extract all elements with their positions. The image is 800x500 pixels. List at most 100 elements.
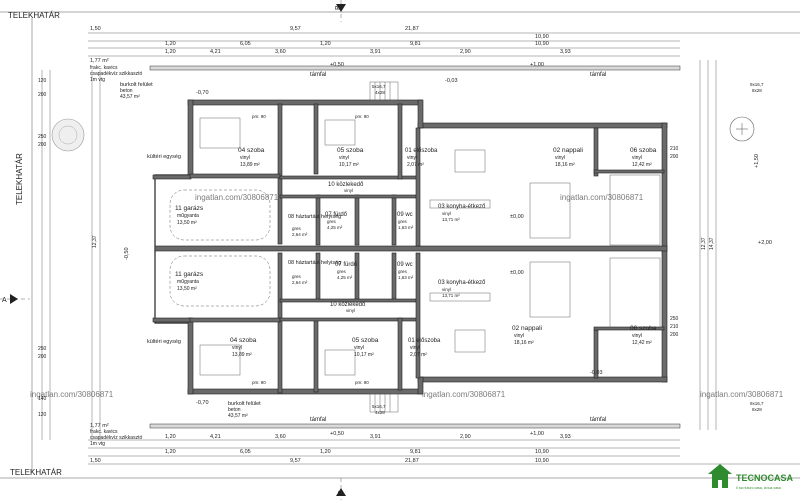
dim-bot-3c: 21,87 xyxy=(405,458,419,464)
room-area: 12,42 m² xyxy=(632,162,652,168)
watermark-3: ingatlan.com/30806871 xyxy=(30,390,114,399)
logo-text: TECNOCASA xyxy=(736,473,794,483)
lot-label-left: TELEKHATÁR xyxy=(15,153,24,205)
level-right-200: +2,00 xyxy=(758,240,772,246)
room-07-furdo-bottom: 07 fürdő gres 4,25 m² xyxy=(335,262,358,280)
room-name: 10 közlekedő xyxy=(328,182,364,188)
watermark-5: ingatlan.com/30806871 xyxy=(700,390,784,399)
dim-left-d: 200 xyxy=(38,142,47,148)
room-area: 13,50 m² xyxy=(177,220,197,226)
gravel-desc3-bottom: 1m vtg xyxy=(90,441,105,447)
level-bottom-100: +1,00 xyxy=(530,431,544,437)
car-outline-top xyxy=(169,189,271,241)
room-name: 02 nappali xyxy=(512,325,542,332)
room-material: műgyanta xyxy=(177,279,199,285)
stair-label-right-top: 9x16,7 xyxy=(750,82,764,87)
room-material: vinyl xyxy=(632,155,642,161)
level-top-m070: -0,70 xyxy=(196,90,209,96)
room-area: 4,25 m² xyxy=(327,225,343,230)
dim-top-2b: 6,05 xyxy=(240,41,251,47)
dim-bot-1f: 3,93 xyxy=(560,434,571,440)
dim-bot-1a: 1,20 xyxy=(165,434,176,440)
stair-label-right-bottom2: 8x28 xyxy=(752,407,762,412)
dim-right-e: 250 xyxy=(670,316,679,322)
room-area: 13,89 m² xyxy=(240,162,260,168)
dim-right-g: 200 xyxy=(670,332,679,338)
outdoor-unit-top: kültéri egység xyxy=(147,154,181,160)
stair-label-top: 5x16,7 xyxy=(372,84,386,89)
section-marker-b-bottom xyxy=(336,478,346,500)
stairs-top xyxy=(369,81,399,101)
room-name: 05 szoba xyxy=(337,147,364,154)
interior-walls xyxy=(189,103,665,394)
watermark-4: ingatlan.com/30806871 xyxy=(422,390,506,399)
dim-left-e: 12,37 xyxy=(92,235,98,248)
dim-left-g: 200 xyxy=(38,354,47,360)
dim-left-i: 120 xyxy=(38,412,47,418)
stairs-bottom xyxy=(369,393,399,413)
section-marker-b-top xyxy=(336,0,346,22)
gravel-area-top: 1,77 m² xyxy=(90,58,109,64)
room-area: 10,17 m² xyxy=(339,162,359,168)
room-name: 03 konyha-étkező xyxy=(438,280,486,286)
room-02-nappali-bottom: 02 nappali vinyl 18,16 m² xyxy=(512,325,542,346)
room-06-szoba-top: 06 szoba vinyl 12,42 m² xyxy=(630,147,657,168)
dim-right-d: 14,37 xyxy=(709,237,715,250)
level-pm000-1: ±0,00 xyxy=(510,214,524,220)
dim-bot-1e: 2,90 xyxy=(460,434,471,440)
dimension-rows-bottom xyxy=(88,439,800,465)
room-area: 2,64 m² xyxy=(292,232,308,237)
car-outline-bottom xyxy=(169,255,271,307)
furniture xyxy=(199,117,661,376)
dim-top-1a: 1,50 xyxy=(90,26,101,32)
room-material: gres xyxy=(398,219,408,224)
room-area: 18,16 m² xyxy=(514,340,534,346)
room-material: vinyl xyxy=(407,155,417,161)
gravel-desc1-top: frakc. kavics xyxy=(90,65,118,71)
dim-right-f: 210 xyxy=(670,324,679,330)
dim-right-c: 12,37 xyxy=(701,237,707,250)
room-material: vinyl xyxy=(442,287,451,292)
dim-left-f: 250 xyxy=(38,346,47,352)
dim-top-2e: 10,90 xyxy=(535,41,549,47)
dim-left-h: 140 xyxy=(38,396,47,402)
stair-label-bottom: 5x16,7 xyxy=(372,404,386,409)
room-material: vinyl xyxy=(339,155,349,161)
dim-bot-2a: 1,20 xyxy=(165,449,176,455)
room-area: 2,64 m² xyxy=(292,280,308,285)
level-right-150: +1,50 xyxy=(754,154,760,168)
dim-top-3a: 1,20 xyxy=(165,49,176,55)
room-name: 08 háztartási helyiség xyxy=(288,214,341,220)
level-top-100: +1,00 xyxy=(530,62,544,68)
paved-label-bottom: burkolt felület xyxy=(228,401,261,407)
room-material: műgyanta xyxy=(177,213,199,219)
room-name: 03 konyha-étkező xyxy=(438,204,486,210)
room-material: gres xyxy=(327,219,337,224)
dim-right-a: 210 xyxy=(670,146,679,152)
level-bottom-m070: -0,70 xyxy=(196,400,209,406)
room-area: 1,63 m² xyxy=(398,225,414,230)
room-material: gres xyxy=(292,274,302,279)
section-marker-a xyxy=(0,294,30,304)
room-11-garazs-bottom: 11 garázs műgyanta 13,50 m² xyxy=(175,271,204,292)
room-area: 13,50 m² xyxy=(177,286,197,292)
room-01-eloszoba-bottom: 01 előszoba vinyl 2,07 m² xyxy=(408,338,441,358)
stair-label-right-top2: 8x28 xyxy=(752,88,762,93)
section-label-a: A xyxy=(2,297,7,304)
dim-bot-2c: 1,20 xyxy=(320,449,331,455)
party-wall xyxy=(154,245,668,252)
sill-label-4: pm: 90 xyxy=(355,380,369,385)
logo-subtext: Il tuo futuro casa, la tua casa xyxy=(736,486,781,490)
stair-label-top2: 4x28 xyxy=(375,90,385,95)
dim-top-1d: 10,90 xyxy=(535,34,549,40)
room-01-eloszoba-top: 01 előszoba vinyl 2,07 m² xyxy=(405,148,438,168)
gravel-desc2-top: csapadékvíz szikkasztó xyxy=(90,71,142,77)
dim-top-3d: 3,91 xyxy=(370,49,381,55)
room-09-wc-bottom: 09 wc gres 1,63 m² xyxy=(397,262,414,280)
room-area: 13,89 m² xyxy=(232,352,252,358)
gravel-desc3-top: 1m vtg xyxy=(90,77,105,83)
outdoor-unit-bottom: kültéri egység xyxy=(147,339,181,345)
room-material: vinyl xyxy=(442,211,451,216)
stair-label-right-bottom: 9x16,7 xyxy=(750,401,764,406)
